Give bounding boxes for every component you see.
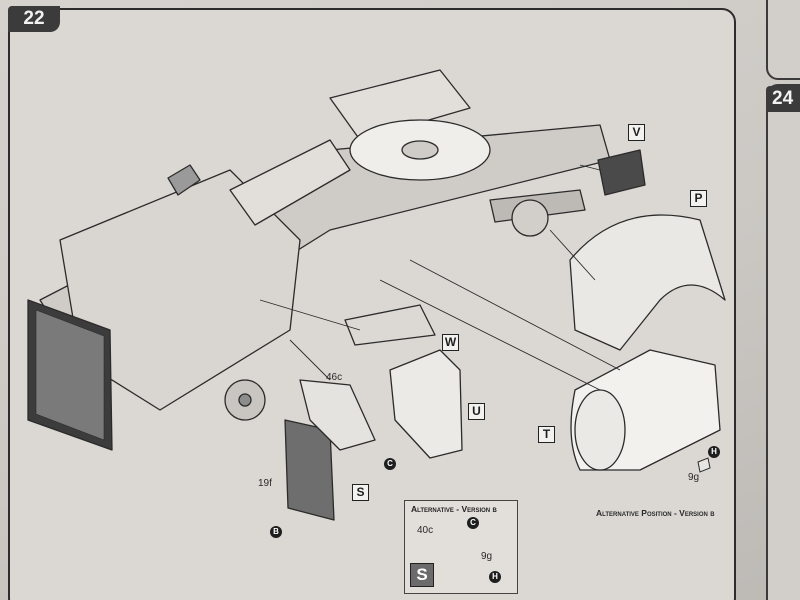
adjacent-step-panel [766, 84, 800, 600]
part-label-U: U [468, 403, 485, 420]
chassis-tank-left [229, 139, 351, 226]
part-label-P: P [690, 190, 707, 207]
bracket-part-W [344, 304, 436, 346]
bracket-part-46c [299, 379, 376, 451]
mudguard-part-P [569, 214, 726, 351]
part-number-46c: 46c [326, 372, 343, 383]
alt-callout-C: C [467, 517, 479, 529]
air-intake [167, 164, 201, 196]
next-step-number-badge: 24 [766, 86, 800, 112]
part-number-19f: 19f [258, 478, 272, 489]
chassis-tank-right [329, 69, 471, 141]
alt-part-number-40c: 40c [417, 525, 434, 536]
alt-parts-letter-S: S [410, 563, 434, 587]
alternative-version-title: Alternative - Version b [411, 504, 497, 514]
part-label-S: S [352, 484, 369, 501]
callout-H: H [708, 446, 720, 458]
part-label-W: W [442, 334, 459, 351]
callout-B: B [270, 526, 282, 538]
alt-part-number-9g: 9g [481, 551, 493, 562]
part-9g-clip [697, 457, 711, 473]
step-part-S [284, 419, 335, 521]
alt-callout-H: H [489, 571, 501, 583]
part-number-9g: 9g [688, 472, 700, 483]
part-label-V: V [628, 124, 645, 141]
step-number-badge: 22 [8, 6, 60, 32]
tank-part-U [389, 349, 463, 459]
alternative-position-note: Alternative Position - Version b [596, 508, 715, 518]
alternative-version-box: Alternative - Version b 40c 9g C H S [404, 500, 518, 594]
adjacent-step-panel-top [766, 0, 800, 80]
lights-part-V [597, 149, 646, 196]
part-label-T: T [538, 426, 555, 443]
callout-C: C [384, 458, 396, 470]
